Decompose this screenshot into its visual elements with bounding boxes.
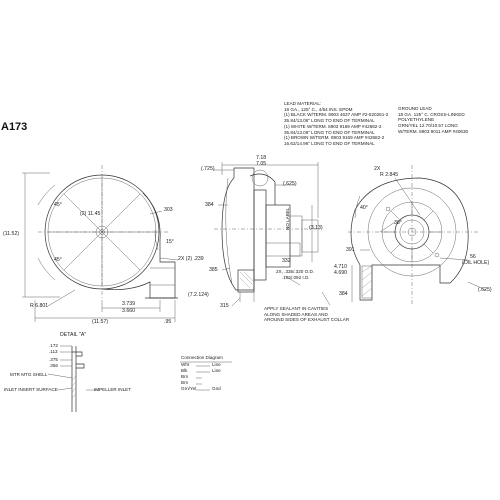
- note-line: APPLY SEALANT IN CAVITIES: [264, 306, 329, 311]
- note-line: (1) WHITE W/TERM. 8903 9169 AMP #42682-2: [284, 123, 382, 129]
- detail-a-drawing: [47, 345, 100, 412]
- dim-angle-15: 15°: [166, 239, 174, 245]
- dim-384: 384: [205, 202, 214, 208]
- dim-725: (.725): [201, 166, 215, 172]
- note-line: 18 GA. 125° C. CROSS-LINKED: [398, 111, 465, 117]
- dim-rear-40: 40°: [360, 205, 368, 211]
- detail-a-d4: .356: [49, 363, 58, 368]
- dim-rear-391: 391: [346, 247, 355, 253]
- dim-625: (.625): [283, 181, 297, 187]
- note-line: POLYETHYLENE: [398, 117, 435, 123]
- dim-2124: (7.2.124): [188, 292, 209, 298]
- connection-wire: Brn: [181, 374, 189, 379]
- detail-a-d2: .113: [49, 349, 58, 354]
- dim-303: 303: [164, 207, 173, 213]
- dim-3660: 3.660: [122, 308, 135, 314]
- dim-rear-radius: R 2.845: [380, 172, 399, 178]
- dim-rear-4710: 4.710: [334, 264, 347, 270]
- note-line: 18 GA., 125° C., 4/64 INS. EPDM: [284, 106, 353, 112]
- sealant-note: APPLY SEALANT IN CAVITIES ALONG SHADED A…: [264, 306, 349, 323]
- note-line: ALONG SHADED AREAS AND: [264, 311, 328, 317]
- dim-angle-top: 45°: [54, 202, 62, 208]
- detail-a-d1: .172: [49, 343, 58, 348]
- dim-rear-384: 384: [339, 291, 348, 297]
- connection-diagram-title: Connection Diagram: [181, 355, 223, 360]
- note-line: AROUND SIDES OF EXHAUST COLLAR: [264, 317, 350, 323]
- front-view-drawing: [22, 165, 179, 322]
- dim-315: 315: [220, 303, 229, 309]
- note-line: (1) BLACK W/TERM. 8903 4637 AMP #2-52026…: [284, 112, 389, 118]
- dim-rear-4690: 4.690: [334, 270, 347, 276]
- dim-332: 332: [282, 258, 291, 264]
- dim-313: (3.13): [309, 225, 323, 231]
- note-line: 35.84/13.06" LONG TO END OF TERMINAL: [284, 118, 375, 124]
- connection-terminal: Line: [212, 368, 221, 373]
- dim-3739: 3.739: [122, 301, 135, 307]
- connection-wire: Blk: [181, 368, 188, 373]
- dim-rear-38: 38°: [394, 220, 402, 226]
- dim-rear-2x: 2X: [374, 166, 381, 172]
- dim-height: (11.52): [3, 231, 20, 237]
- dim-collar-od: 2X, .335/.320 O.D.: [276, 269, 315, 274]
- part-number: A173: [1, 121, 28, 133]
- dim-718: 7.18: [256, 155, 267, 161]
- dim-width: (11.57): [92, 319, 109, 325]
- detail-a-impeller-inlet: IMPELLER INLET: [94, 387, 132, 392]
- note-line: GROUND LEAD: [398, 106, 432, 111]
- connection-diagram-lines: [180, 361, 232, 391]
- detail-a-inlet-surface: INLET INSERT SURFACE: [4, 387, 58, 392]
- sealant-leader: [321, 291, 331, 306]
- note-line: LEAD MATERIAL:: [284, 101, 322, 106]
- dim-705: 7.05: [256, 161, 267, 167]
- dim-diameter: (2) 11.45: [80, 211, 101, 217]
- note-line: 16.62/14.96" LONG TO END OF TERMINAL: [284, 141, 375, 147]
- detail-a-title: DETAIL "A": [60, 332, 87, 338]
- dim-angle-bottom: 45°: [54, 257, 62, 263]
- detail-a-d3: .375: [49, 357, 58, 362]
- dim-95: .95: [164, 319, 172, 325]
- note-line: GRN/YEL 12.70/10.57 LONG: [398, 123, 458, 129]
- connection-terminal: Gnd: [212, 386, 221, 391]
- dim-radius: R 6.801: [30, 303, 49, 309]
- label-note: NO LABEL: [285, 207, 290, 230]
- lead-material-notes: LEAD MATERIAL: 18 GA., 125° C., 4/64 INS…: [284, 101, 388, 147]
- dim-collar-id: .102/.092 I.D.: [282, 275, 310, 280]
- connection-terminal: Line: [212, 362, 221, 367]
- dim-oil-hole: 56: [470, 254, 476, 260]
- note-line: (1) BROWN W/TERM. 8903 9169 AMP #42682-2: [284, 135, 385, 141]
- dim-385: 385: [209, 267, 218, 273]
- ground-lead-notes: GROUND LEAD 18 GA. 125° C. CROSS-LINKED …: [398, 106, 468, 135]
- dim-mount-holes: 2X (2) .239: [178, 256, 204, 262]
- dim-rear-625: (.625): [478, 287, 492, 293]
- connection-wire: Wht: [181, 362, 190, 367]
- connection-wire: Grn/Yel: [181, 386, 197, 391]
- dim-oil-hole-label: (OIL HOLE): [462, 260, 490, 266]
- side-view-drawing: [213, 162, 322, 307]
- note-line: 35.84/13.06" LONG TO END OF TERMINAL: [284, 129, 375, 135]
- rear-view-drawing: [348, 165, 487, 305]
- note-line: W/TERM. 8903 9011 AMP #40630: [398, 128, 469, 134]
- connection-wire: Brn: [181, 380, 189, 385]
- detail-a-mtr-shell: MTR MTG SHELL: [10, 372, 48, 377]
